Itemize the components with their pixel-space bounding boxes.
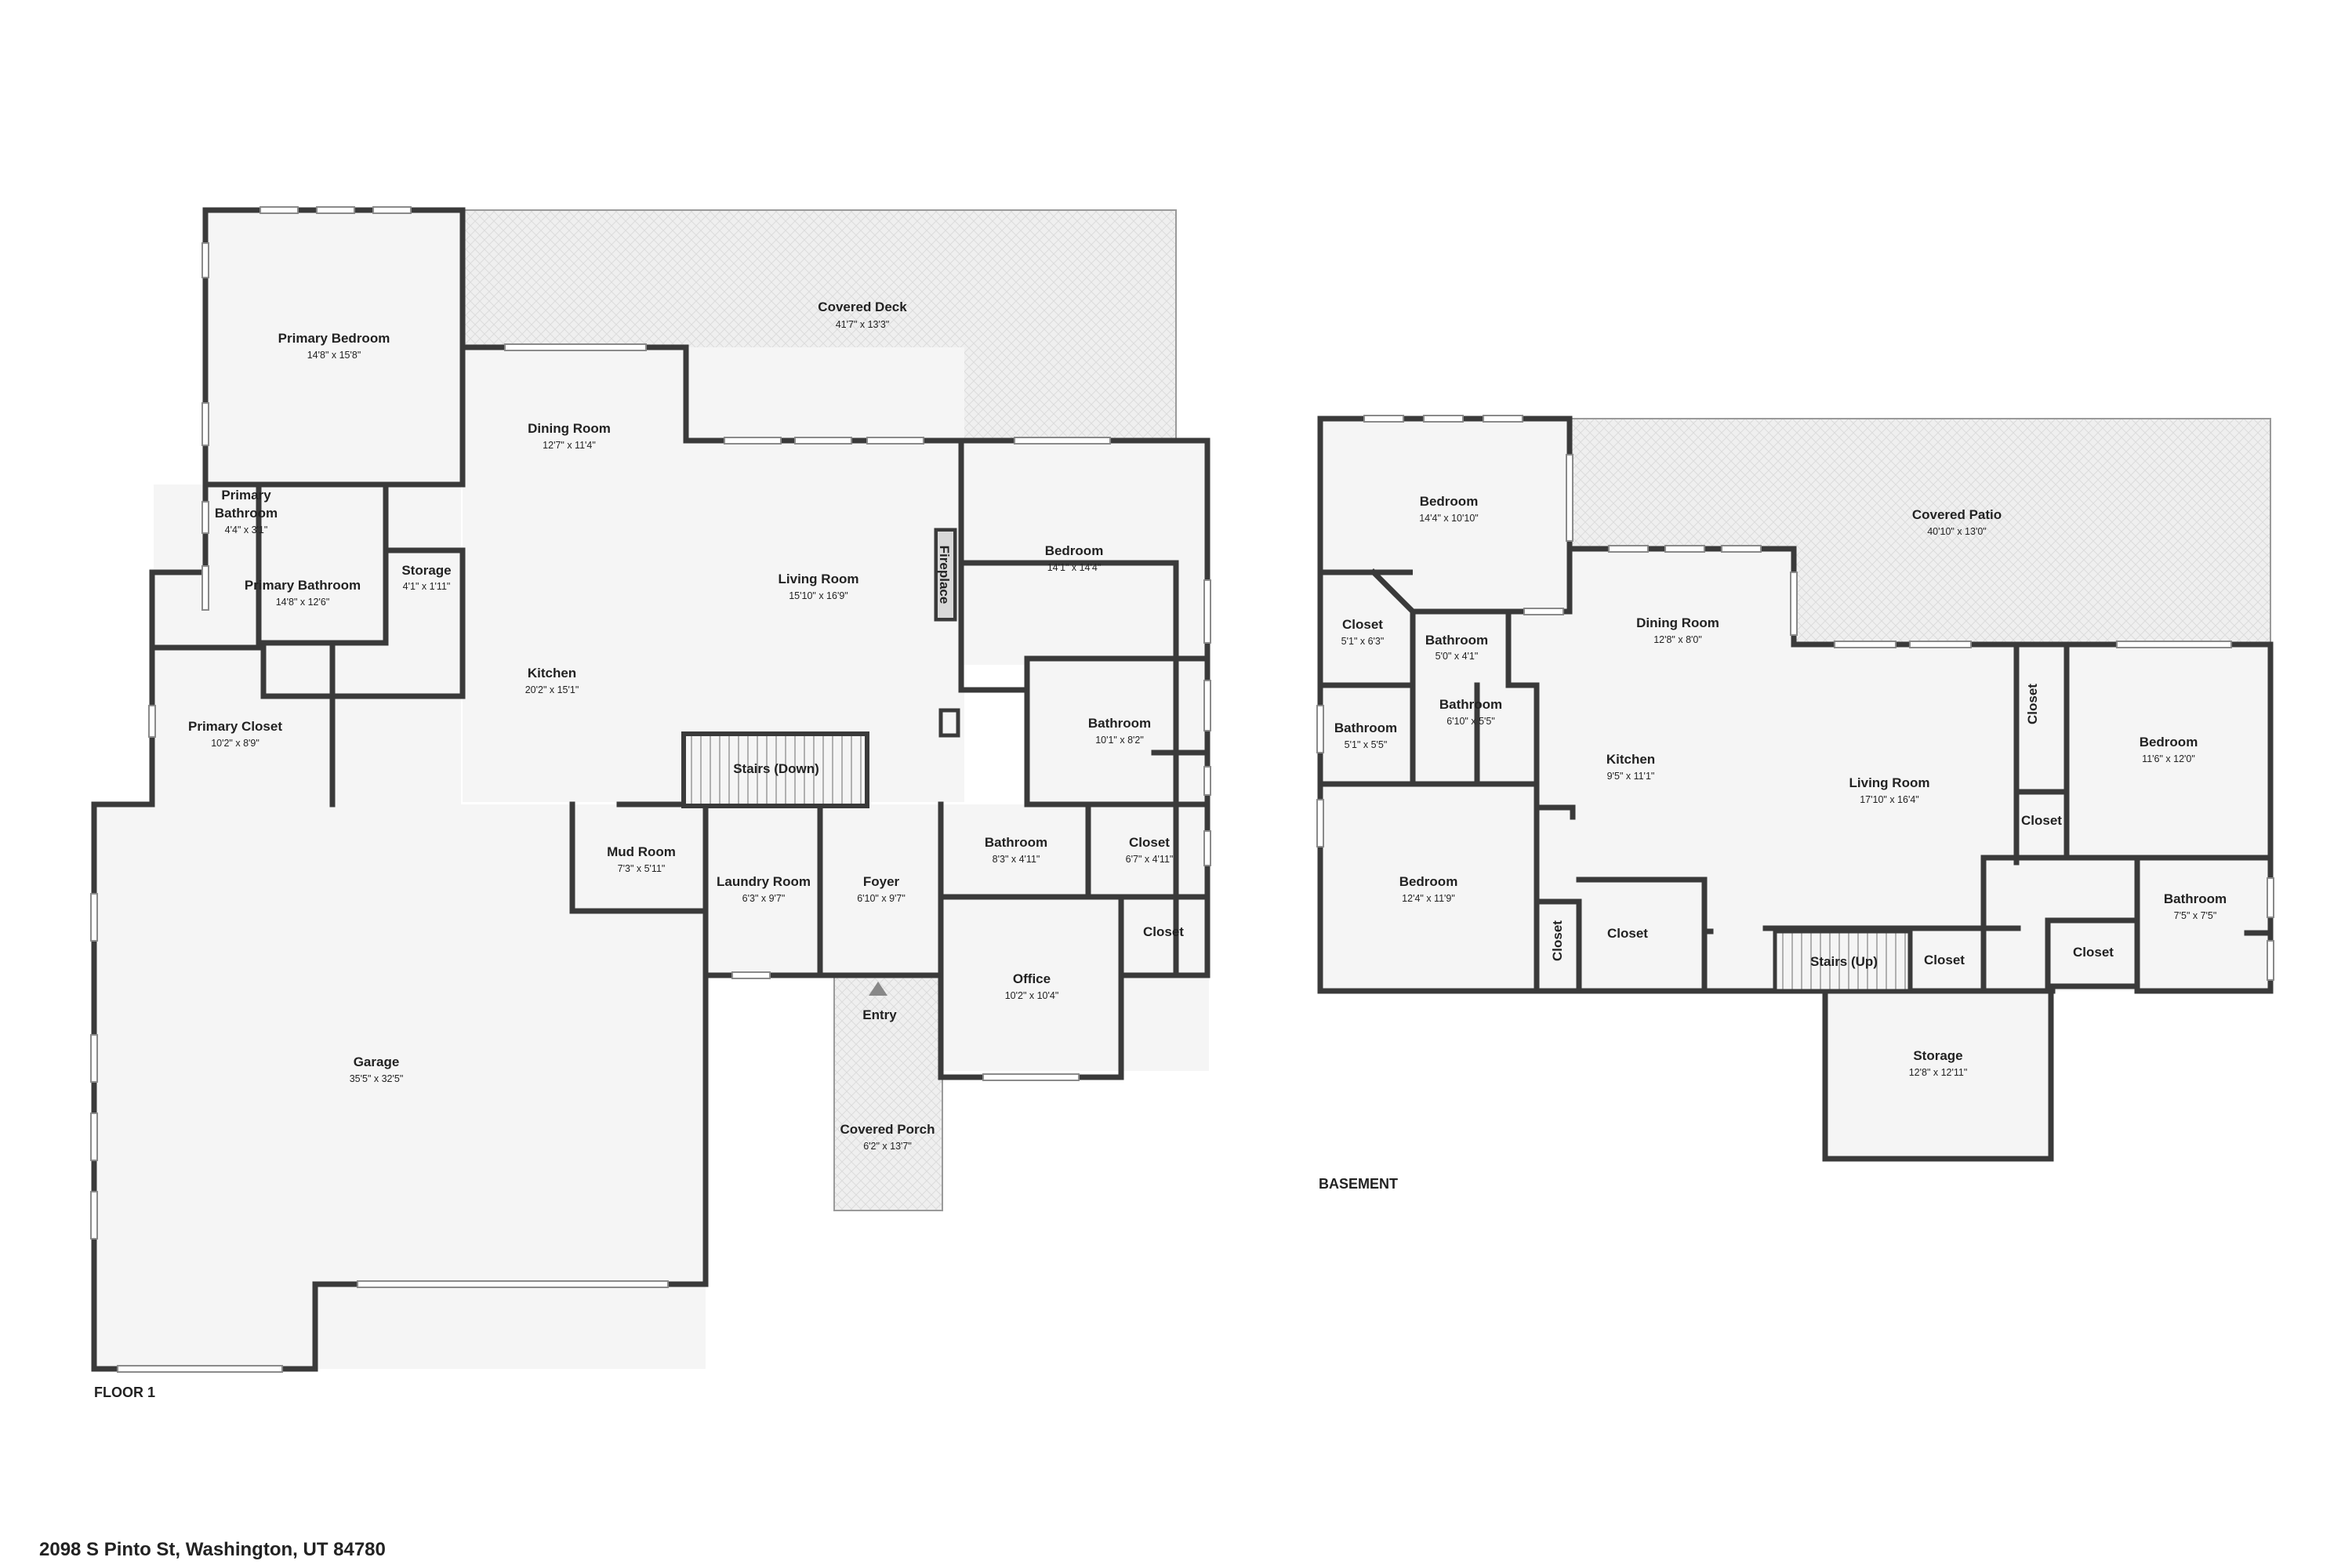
dining-room-dim: 12'7" x 11'4" [543, 440, 596, 451]
property-address: 2098 S Pinto St, Washington, UT 84780 [39, 1539, 386, 1560]
b-bathroom-3-dim: 6'10" x 5'5" [1446, 716, 1495, 727]
living-room-dim: 15'10" x 16'9" [789, 590, 848, 601]
covered-deck-name: Covered Deck [818, 299, 907, 314]
garage-dim: 35'5" x 32'5" [350, 1073, 404, 1084]
b-storage-name: Storage [1913, 1048, 1962, 1063]
covered-patio-dim: 40'10" x 13'0" [1927, 526, 1987, 537]
b-bathroom-3-name: Bathroom [1439, 697, 1502, 712]
covered-deck-dim: 41'7" x 13'3" [836, 319, 890, 330]
floor-1-label: FLOOR 1 [94, 1385, 155, 1400]
primary-bathroom-name: Primary Bathroom [245, 578, 361, 593]
primary-bathroom-dim: 14'8" x 12'6" [276, 597, 330, 608]
b-kitchen-name: Kitchen [1606, 752, 1655, 767]
bathroom-name: Bathroom [1088, 716, 1151, 731]
b-bedroom-1-dim: 14'4" x 10'10" [1419, 513, 1479, 524]
basement: Bedroom 14'4" x 10'10" Covered Patio 40'… [1316, 415, 2274, 1192]
bathroom-dim: 10'1" x 8'2" [1095, 735, 1144, 746]
bedroom-name: Bedroom [1045, 543, 1104, 558]
b-storage-dim: 12'8" x 12'11" [1909, 1067, 1968, 1078]
foyer-dim: 6'10" x 9'7" [857, 893, 906, 904]
b-bedroom-2-dim: 11'6" x 12'0" [2142, 753, 2195, 764]
b-kitchen-dim: 9'5" x 11'1" [1607, 771, 1655, 782]
bathroom-2-name: Bathroom [985, 835, 1047, 850]
primary-closet-dim: 10'2" x 8'9" [211, 738, 260, 749]
closet-1-name: Closet [1129, 835, 1170, 850]
primary-bathroom-small-name-2: Bathroom [215, 506, 278, 521]
b-living-room-name: Living Room [1849, 775, 1930, 790]
storage-name: Storage [401, 563, 451, 578]
fireplace-label: Fireplace [937, 546, 952, 604]
primary-bathroom-small-dim: 4'4" x 3'1" [225, 524, 268, 535]
primary-closet-name: Primary Closet [188, 719, 282, 734]
primary-bedroom-dim: 14'8" x 15'8" [307, 350, 361, 361]
office-name: Office [1013, 971, 1051, 986]
garage-name: Garage [354, 1054, 400, 1069]
primary-bathroom-small-name-1: Primary [221, 488, 271, 503]
b-bathroom-4-dim: 7'5" x 7'5" [2174, 910, 2217, 921]
stairs-up [1773, 929, 1912, 993]
b-closet-2-name: Closet [2021, 813, 2062, 828]
b-closet-1-dim: 5'1" x 6'3" [1341, 636, 1385, 647]
floor-1-windows [90, 206, 1211, 1373]
fireplace-symbol [935, 528, 956, 621]
b-closet-1-name: Closet [1342, 617, 1383, 632]
kitchen-name: Kitchen [528, 666, 576, 681]
b-living-room-dim: 17'10" x 16'4" [1860, 794, 1919, 805]
b-closet-v2-label: Closet [1550, 920, 1565, 961]
b-bedroom-3-name: Bedroom [1399, 874, 1458, 889]
b-bathroom-4-name: Bathroom [2164, 891, 2227, 906]
laundry-room-dim: 6'3" x 9'7" [742, 893, 786, 904]
b-bathroom-1-dim: 5'0" x 4'1" [1436, 651, 1479, 662]
kitchen-dim: 20'2" x 15'1" [525, 684, 579, 695]
mud-room-name: Mud Room [607, 844, 676, 859]
b-dining-room-dim: 12'8" x 8'0" [1653, 634, 1702, 645]
b-bathroom-1-name: Bathroom [1425, 633, 1488, 648]
laundry-room-name: Laundry Room [717, 874, 811, 889]
b-bathroom-2-name: Bathroom [1334, 720, 1397, 735]
floor-1: Covered Deck 41'7" x 13'3" Primary Bedro… [90, 206, 1211, 1400]
bedroom-dim: 14'1" x 14'4" [1047, 562, 1102, 573]
basement-windows [1316, 415, 2274, 981]
office-dim: 10'2" x 10'4" [1005, 990, 1059, 1001]
covered-patio-name: Covered Patio [1912, 507, 2002, 522]
b-dining-room-name: Dining Room [1636, 615, 1719, 630]
b-closet-3-name: Closet [1607, 926, 1648, 941]
b-bathroom-2-dim: 5'1" x 5'5" [1345, 739, 1388, 750]
foyer-name: Foyer [863, 874, 900, 889]
b-closet-v1-label: Closet [2025, 684, 2040, 724]
floor-1-labels: Covered Deck 41'7" x 13'3" Primary Bedro… [94, 299, 1184, 1400]
b-closet-4-name: Closet [1924, 953, 1965, 967]
mud-room-dim: 7'3" x 5'11" [618, 863, 666, 874]
basement-labels: Bedroom 14'4" x 10'10" Covered Patio 40'… [1319, 494, 2227, 1192]
entry-label: Entry [862, 1007, 897, 1022]
floor-1-fill [94, 210, 1209, 1369]
b-bedroom-3-dim: 12'4" x 11'9" [1402, 893, 1455, 904]
covered-porch-name: Covered Porch [840, 1122, 935, 1137]
closet-2-name: Closet [1143, 924, 1184, 939]
b-stairs-up-label: Stairs (Up) [1810, 954, 1878, 969]
covered-porch-area [833, 975, 943, 1211]
stairs-down-label: Stairs (Down) [733, 761, 819, 776]
basement-label: BASEMENT [1319, 1176, 1398, 1192]
living-room-name: Living Room [779, 572, 859, 586]
closet-1-dim: 6'7" x 4'11" [1126, 854, 1174, 865]
covered-porch-dim: 6'2" x 13'7" [863, 1141, 912, 1152]
primary-bedroom-name: Primary Bedroom [278, 331, 390, 346]
bathroom-2-dim: 8'3" x 4'11" [993, 854, 1040, 865]
b-bedroom-2-name: Bedroom [2140, 735, 2198, 750]
entry-arrow-icon [869, 982, 887, 996]
b-closet-5-name: Closet [2073, 945, 2114, 960]
dining-room-name: Dining Room [528, 421, 611, 436]
b-bedroom-1-name: Bedroom [1420, 494, 1479, 509]
storage-dim: 4'1" x 1'11" [403, 581, 451, 592]
stairs-down [681, 731, 869, 808]
